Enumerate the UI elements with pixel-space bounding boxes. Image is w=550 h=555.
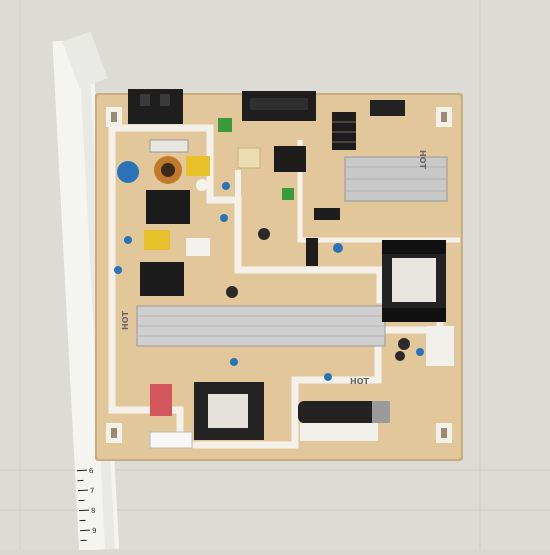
hot-label-3: HOT xyxy=(350,377,369,386)
ruler-mark-7: 7 xyxy=(90,487,95,495)
x-capacitor-1 xyxy=(186,156,210,176)
output-connector xyxy=(242,91,316,121)
ac-input-connector xyxy=(128,89,183,124)
hot-label-1: HOT xyxy=(418,150,427,169)
ruler-mark-8: 8 xyxy=(91,507,96,515)
blue-capacitor xyxy=(117,161,139,183)
green-component-1 xyxy=(218,118,232,132)
fuse xyxy=(150,140,188,152)
red-component xyxy=(150,384,172,416)
transformer-standby xyxy=(194,382,264,440)
label-sticker xyxy=(150,432,192,448)
x-capacitor-3 xyxy=(238,148,260,168)
white-shield xyxy=(426,326,454,366)
ruler-mark-9: 9 xyxy=(92,527,97,535)
x-capacitor-2 xyxy=(144,230,170,250)
ic-stack xyxy=(332,112,356,150)
small-connector xyxy=(370,100,405,116)
transformer-main xyxy=(382,240,446,322)
choke-2 xyxy=(140,262,184,296)
pcb-board: HOT HOT HOT xyxy=(95,89,463,461)
choke-1 xyxy=(146,190,190,224)
bulk-capacitor xyxy=(298,401,390,423)
relay xyxy=(186,238,210,256)
hot-label-2: HOT xyxy=(121,311,130,330)
ic-module-1 xyxy=(274,146,306,172)
ic-module-2 xyxy=(314,208,340,220)
green-component-2 xyxy=(282,188,294,200)
